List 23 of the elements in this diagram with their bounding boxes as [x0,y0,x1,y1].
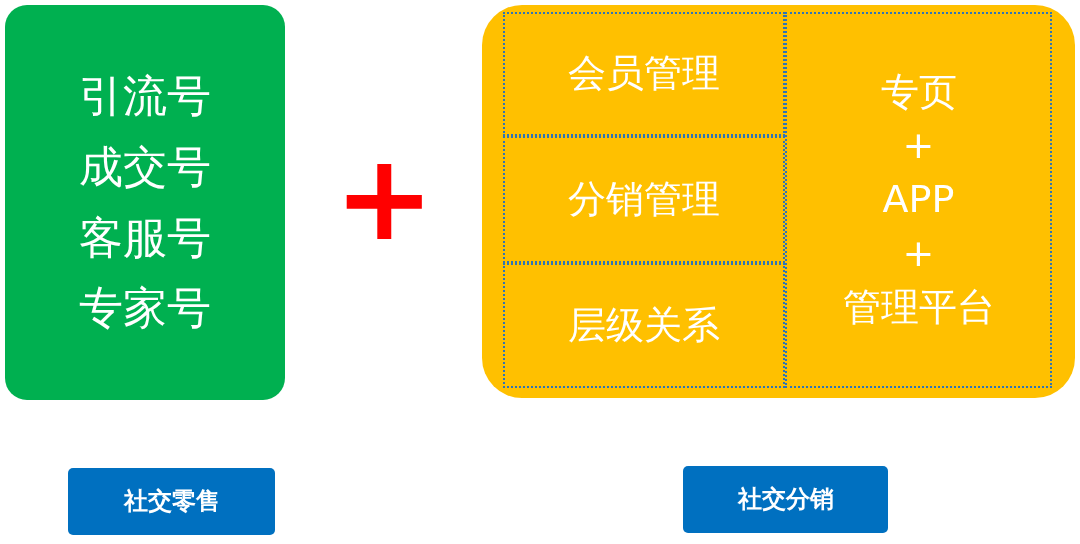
label-text: 客服号 [79,212,211,264]
plus-sign: + [902,124,935,169]
plus-sign: + [334,138,435,258]
category-label [683,466,888,533]
label-text: 引流号 [79,71,211,122]
feature-cell [785,12,1052,388]
label-text: 成交号 [79,141,211,193]
label-text: 专页 [880,70,957,115]
feature-cell [503,136,785,263]
category-label [68,468,275,535]
label-text: APP [882,178,955,222]
label-text: 社交分销 [737,485,834,514]
feature-cell [503,263,785,388]
label-text: 社交零售 [123,487,220,516]
feature-cell [503,12,785,136]
label-text: 管理平台 [842,285,995,330]
plus-sign: + [902,231,935,276]
feature-panel [482,5,1075,398]
label-text: 专家号 [79,283,211,334]
label-text: 会员管理 [568,52,720,96]
list-panel [5,5,285,400]
label-text: 层级关系 [568,303,720,348]
label-text: 分销管理 [568,177,720,222]
